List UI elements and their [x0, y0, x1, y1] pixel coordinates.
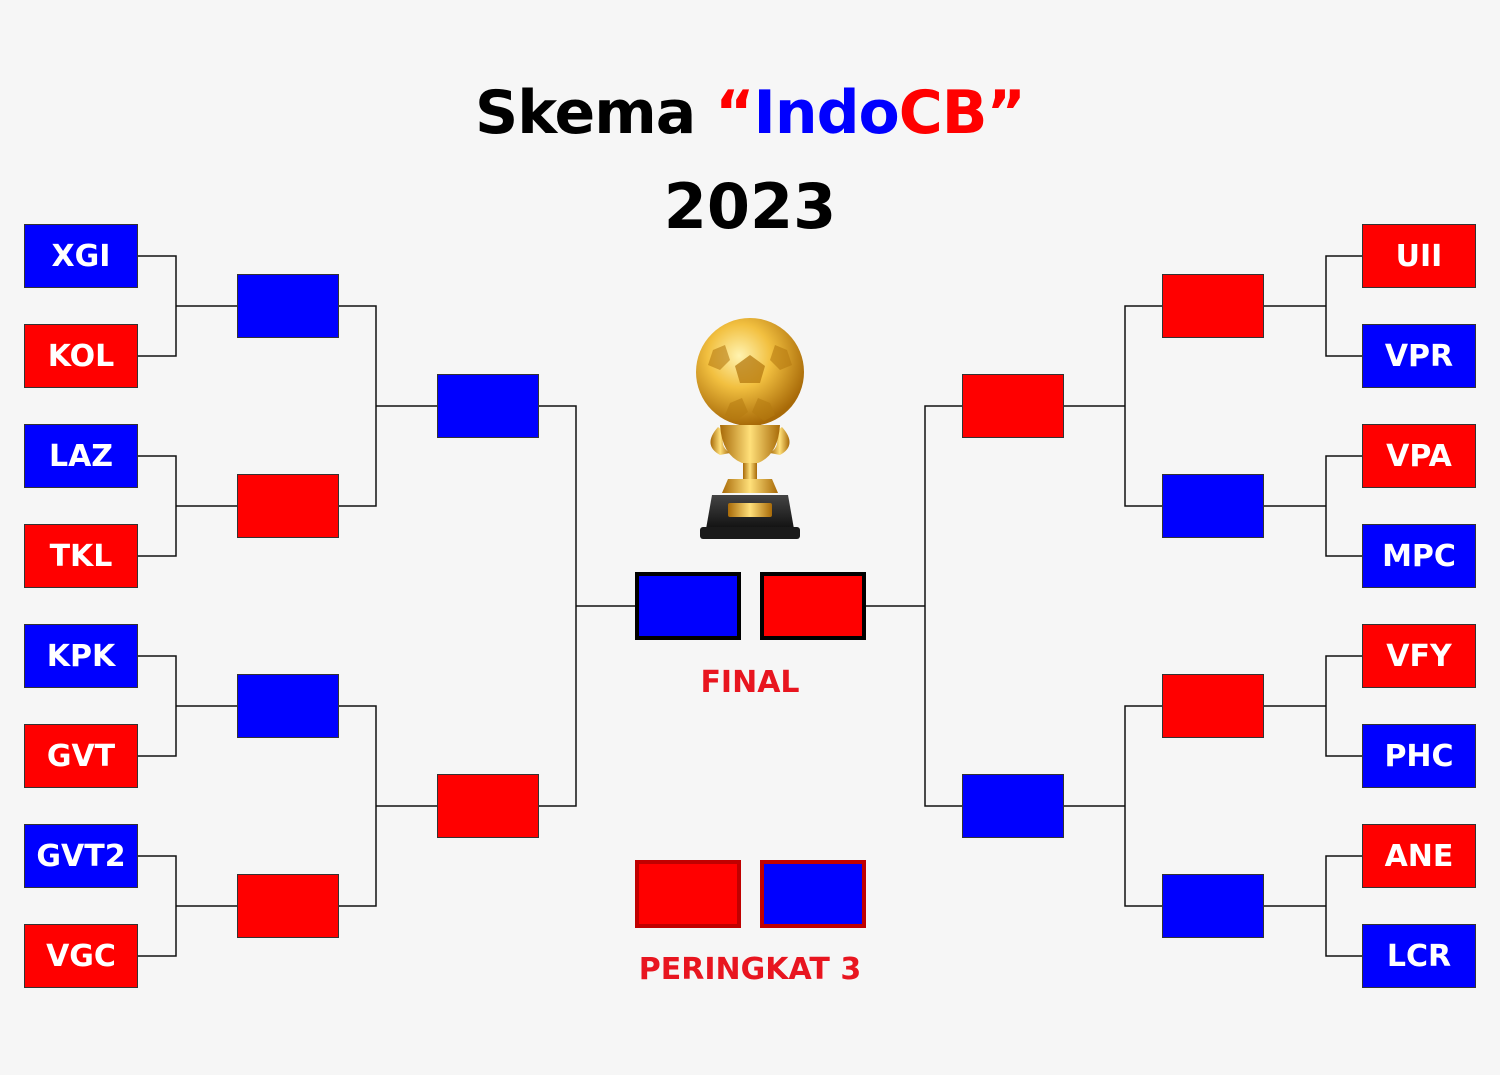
team-name: MPC [1382, 538, 1456, 574]
team-name: ANE [1384, 838, 1454, 874]
final-slot-right [760, 572, 866, 640]
team-name: LAZ [48, 438, 114, 474]
semifinal-slot-left [437, 774, 539, 838]
title-line-1: Skema “IndoCB” [0, 78, 1500, 148]
final-slot-left [635, 572, 741, 640]
team-box-left: VGC [24, 924, 138, 988]
quarterfinal-slot-left [237, 674, 339, 738]
team-name: LCR [1386, 938, 1452, 974]
connector-left-r2 [339, 305, 377, 507]
connector-right-r3 [924, 405, 962, 807]
connector-right-r2 [1124, 705, 1162, 907]
trophy-icon [696, 318, 804, 539]
team-box-right: VPA [1362, 424, 1476, 488]
team-name: KOL [47, 338, 115, 374]
semifinal-slot-right [962, 374, 1064, 438]
team-box-left: LAZ [24, 424, 138, 488]
team-name: VFY [1386, 638, 1452, 674]
team-box-right: UII [1362, 224, 1476, 288]
team-box-right: PHC [1362, 724, 1476, 788]
connector-right-r1 [1325, 855, 1362, 957]
third-place-label: PERINGKAT 3 [638, 952, 862, 987]
semifinal-slot-left [437, 374, 539, 438]
team-box-right: LCR [1362, 924, 1476, 988]
connector-right-r2 [1124, 305, 1162, 507]
third-place-slot-left [635, 860, 741, 928]
title-close-quote: ” [986, 78, 1026, 148]
quarterfinal-slot-right [1162, 874, 1264, 938]
team-box-left: XGI [24, 224, 138, 288]
team-name: UII [1395, 238, 1443, 274]
team-name: KPK [46, 638, 116, 674]
title-open-quote: “ [715, 78, 754, 148]
connector-left-r2 [339, 705, 377, 907]
team-box-left: GVT [24, 724, 138, 788]
quarterfinal-slot-left [237, 874, 339, 938]
title-brand-cb: CB [898, 78, 988, 148]
team-name: GVT [46, 738, 116, 774]
team-box-left: KOL [24, 324, 138, 388]
team-name: VPA [1386, 438, 1452, 474]
quarterfinal-slot-right [1162, 274, 1264, 338]
connector-left-r1 [138, 255, 177, 357]
quarterfinal-slot-right [1162, 474, 1264, 538]
team-box-right: VPR [1362, 324, 1476, 388]
connector-left-r3 [539, 405, 577, 807]
team-box-left: GVT2 [24, 824, 138, 888]
team-box-right: ANE [1362, 824, 1476, 888]
team-box-right: VFY [1362, 624, 1476, 688]
quarterfinal-slot-left [237, 274, 339, 338]
team-name: VPR [1384, 338, 1454, 374]
connector-right-r1 [1325, 455, 1362, 557]
quarterfinal-slot-left [237, 474, 339, 538]
title-year: 2023 [663, 170, 837, 243]
team-name: TKL [49, 538, 113, 574]
quarterfinal-slot-right [1162, 674, 1264, 738]
team-name: PHC [1384, 738, 1454, 774]
team-box-right: MPC [1362, 524, 1476, 588]
title-brand-indo: Indo [753, 78, 900, 148]
connector-left-r1 [138, 855, 177, 957]
final-label: FINAL [700, 665, 800, 700]
third-place-slot-right [760, 860, 866, 928]
team-box-left: KPK [24, 624, 138, 688]
connector-right-r1 [1325, 255, 1362, 357]
semifinal-slot-right [962, 774, 1064, 838]
title-prefix: Skema [475, 78, 716, 148]
team-box-left: TKL [24, 524, 138, 588]
team-name: VGC [46, 938, 116, 974]
connector-left-r1 [138, 455, 177, 557]
team-name: GVT2 [36, 838, 126, 874]
team-name: XGI [51, 238, 111, 274]
